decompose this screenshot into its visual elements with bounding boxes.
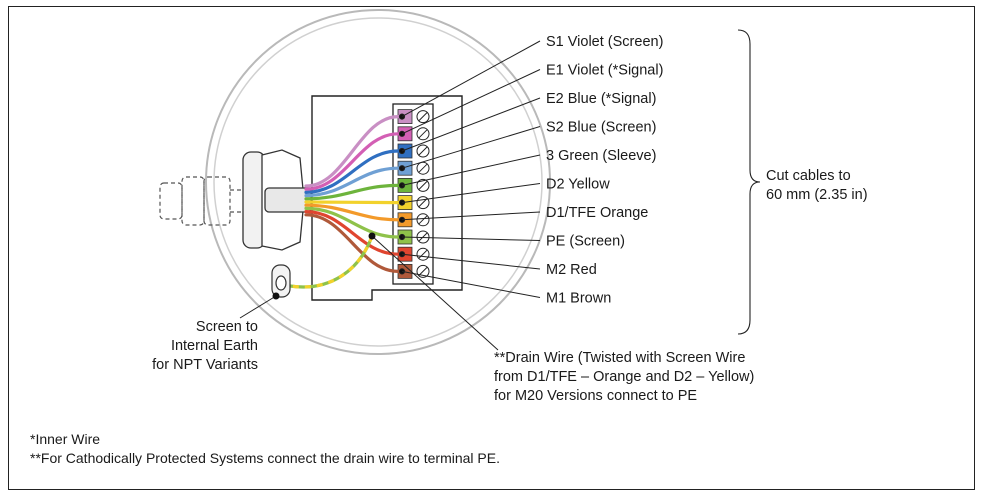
wire-label-m1: M1 Brown — [546, 291, 611, 307]
screen-earth-leader — [239, 295, 277, 319]
footnote-cathodic: **For Cathodically Protected Systems con… — [30, 450, 500, 466]
screen-earth-dot — [272, 292, 280, 300]
earth-lug — [271, 264, 291, 298]
cut-cables-note-line1: Cut cables to — [766, 168, 851, 184]
drain-note-leader — [371, 235, 499, 351]
cut-cables-note-line2: 60 mm (2.35 in) — [766, 187, 868, 203]
wire-s1 — [304, 115, 400, 188]
wire-pe — [304, 206, 400, 239]
leader-s2 — [401, 126, 541, 169]
wire-m2 — [304, 210, 400, 256]
wire-label-e1: E1 Violet (*Signal) — [546, 63, 663, 79]
wire-d2 — [304, 200, 400, 205]
wire-bundle — [289, 115, 400, 289]
wire-label-d1: D1/TFE Orange — [546, 205, 648, 221]
drain-note-line1: **Drain Wire (Twisted with Screen Wire — [494, 350, 745, 366]
wire-e1 — [304, 132, 400, 191]
leader-m1 — [401, 270, 541, 298]
wire-e2 — [304, 149, 400, 194]
screen-earth-note: Screen to Internal Earth for NPT Variant… — [152, 319, 258, 373]
drain-note-line2: from D1/TFE – Orange and D2 – Yellow) — [494, 369, 754, 385]
leader-e2 — [401, 97, 541, 152]
wire-label-d2: D2 Yellow — [546, 177, 610, 193]
leader-s1 — [401, 40, 541, 118]
leader-d1 — [401, 211, 541, 221]
leader-d2 — [401, 183, 541, 204]
diagram-frame — [8, 6, 975, 490]
wire-g3 — [304, 183, 400, 201]
housing-inner-circle — [213, 17, 543, 347]
wire-label-group: S1 Violet (Screen) E1 Violet (*Signal) E2 … — [546, 34, 663, 307]
wire-d1 — [304, 203, 400, 222]
wire-label-s2: S2 Blue (Screen) — [546, 120, 656, 136]
drain-wire-dot — [368, 232, 376, 240]
cable-gland-body — [242, 149, 312, 251]
earth-wire-stripe — [289, 235, 374, 289]
leader-lines — [398, 40, 541, 298]
leader-m2 — [401, 253, 541, 270]
leader-e1 — [401, 69, 541, 135]
housing-outer-circle — [205, 9, 551, 355]
screen-earth-note-line1: Screen to — [196, 319, 258, 335]
wire-label-s1: S1 Violet (Screen) — [546, 34, 663, 50]
wire-s2 — [304, 166, 400, 198]
leader-g3 — [401, 154, 541, 186]
cut-cables-brace — [737, 29, 761, 335]
screen-earth-note-line2: Internal Earth — [171, 338, 258, 354]
screen-earth-note-line3: for NPT Variants — [152, 357, 258, 373]
wire-label-m2: M2 Red — [546, 262, 597, 278]
drain-note-line3: for M20 Versions connect to PE — [494, 388, 697, 404]
wire-label-g3: 3 Green (Sleeve) — [546, 148, 656, 164]
footnote-inner-wire: *Inner Wire — [30, 431, 101, 447]
wire-label-pe: PE (Screen) — [546, 234, 625, 250]
leader-pe — [401, 236, 541, 241]
wire-m1 — [304, 213, 400, 273]
wire-label-e2: E2 Blue (*Signal) — [546, 91, 656, 107]
